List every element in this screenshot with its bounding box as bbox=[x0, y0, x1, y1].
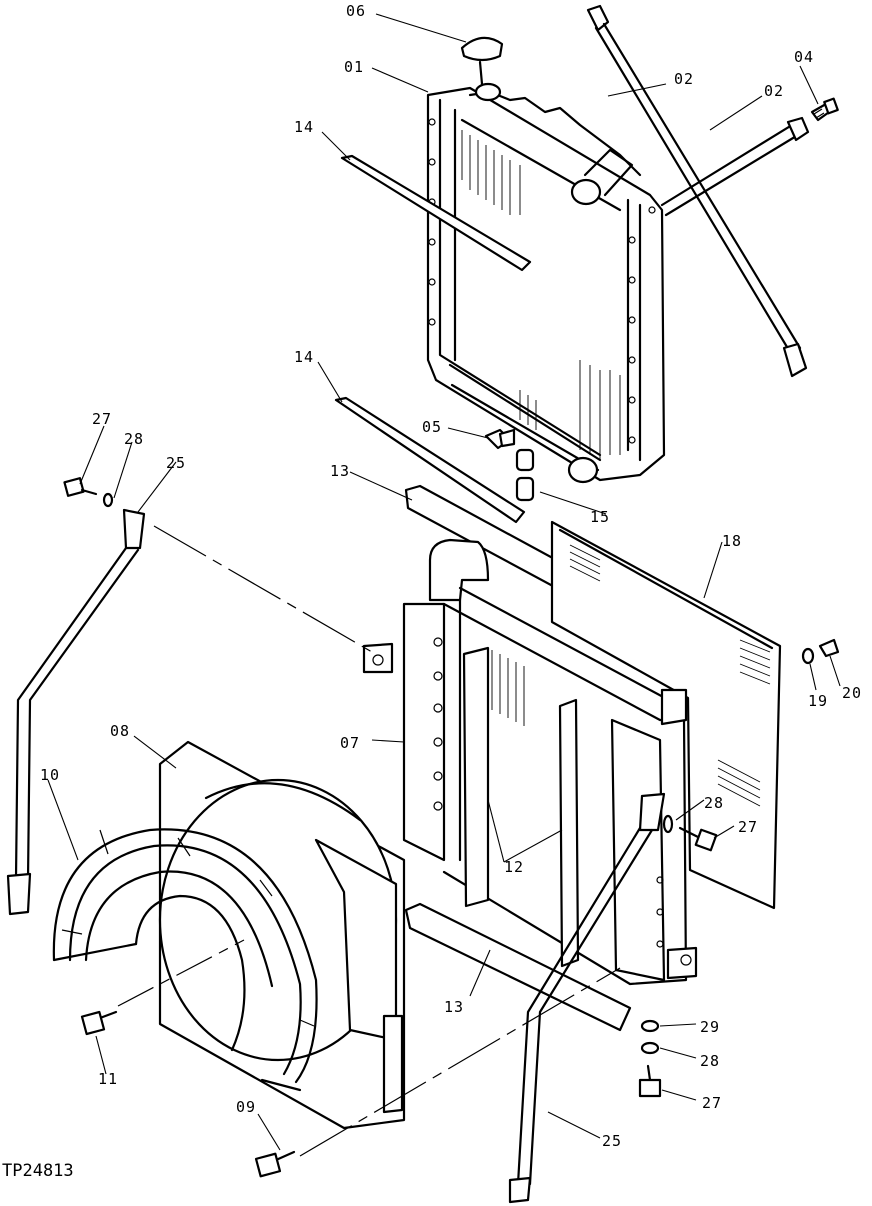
cooler-frame-07 bbox=[362, 538, 698, 986]
callout-13: 13 bbox=[330, 462, 350, 480]
callout-28: 28 bbox=[700, 1052, 720, 1070]
brace-rods bbox=[586, 4, 810, 378]
callout-08: 08 bbox=[110, 722, 130, 740]
callout-29: 29 bbox=[700, 1018, 720, 1036]
bolt-27-right bbox=[662, 814, 718, 852]
fan-shroud-08 bbox=[158, 740, 406, 1130]
fan-guard-10 bbox=[52, 828, 318, 1092]
radiator-cap bbox=[460, 36, 504, 86]
radiator bbox=[426, 82, 666, 484]
callout-27: 27 bbox=[92, 410, 112, 428]
callout-27: 27 bbox=[738, 818, 758, 836]
bolt-09 bbox=[254, 1150, 296, 1178]
callout-12: 12 bbox=[504, 858, 524, 876]
screen-clip bbox=[801, 638, 840, 665]
leader-lines bbox=[47, 13, 841, 1157]
callout-01: 01 bbox=[344, 58, 364, 76]
callout-25: 25 bbox=[166, 454, 186, 472]
callout-27: 27 bbox=[702, 1094, 722, 1112]
callout-06: 06 bbox=[346, 2, 366, 20]
callout-28: 28 bbox=[704, 794, 724, 812]
callout-15: 15 bbox=[590, 508, 610, 526]
bolt-27-left bbox=[63, 477, 114, 508]
bolt-11 bbox=[80, 1010, 118, 1036]
callout-14: 14 bbox=[294, 118, 314, 136]
screen-18 bbox=[550, 520, 782, 910]
hoses-15 bbox=[515, 448, 535, 502]
callout-02: 02 bbox=[674, 70, 694, 88]
drain-cock bbox=[484, 428, 516, 450]
stay-bars-25 bbox=[6, 508, 666, 1204]
callout-10: 10 bbox=[40, 766, 60, 784]
callout-19: 19 bbox=[808, 692, 828, 710]
callout-02: 02 bbox=[764, 82, 784, 100]
callout-04: 04 bbox=[794, 48, 814, 66]
callout-05: 05 bbox=[422, 418, 442, 436]
callout-28: 28 bbox=[124, 430, 144, 448]
callout-25: 25 bbox=[602, 1132, 622, 1150]
figure-id: TP24813 bbox=[2, 1161, 74, 1181]
bolt-27-bottom bbox=[638, 1019, 662, 1098]
callout-labels: 06 01 02 02 04 14 14 05 13 15 18 19 20 2… bbox=[40, 2, 862, 1150]
callout-07: 07 bbox=[340, 734, 360, 752]
callout-18: 18 bbox=[722, 532, 742, 550]
callout-14: 14 bbox=[294, 348, 314, 366]
callout-11: 11 bbox=[98, 1070, 118, 1088]
callout-09: 09 bbox=[236, 1098, 256, 1116]
seal-strips-14 bbox=[334, 154, 532, 524]
bolt-04 bbox=[810, 97, 839, 122]
callout-13: 13 bbox=[444, 998, 464, 1016]
callout-20: 20 bbox=[842, 684, 862, 702]
